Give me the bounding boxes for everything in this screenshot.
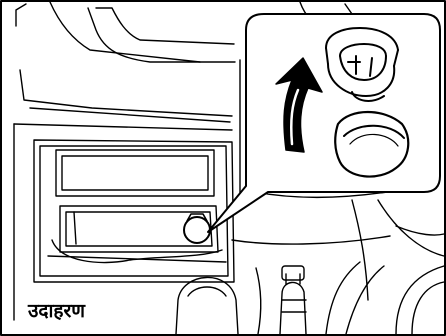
dashboard-top (14, 2, 235, 320)
callout-bubble (208, 14, 440, 232)
gear-knob (176, 277, 238, 334)
center-console (34, 140, 234, 282)
radio-slot (56, 150, 214, 196)
brake-lever (280, 266, 306, 334)
seat-shapes (256, 262, 444, 334)
power-outlet-icon (184, 214, 210, 243)
caption-label: उदाहरण (28, 300, 85, 322)
